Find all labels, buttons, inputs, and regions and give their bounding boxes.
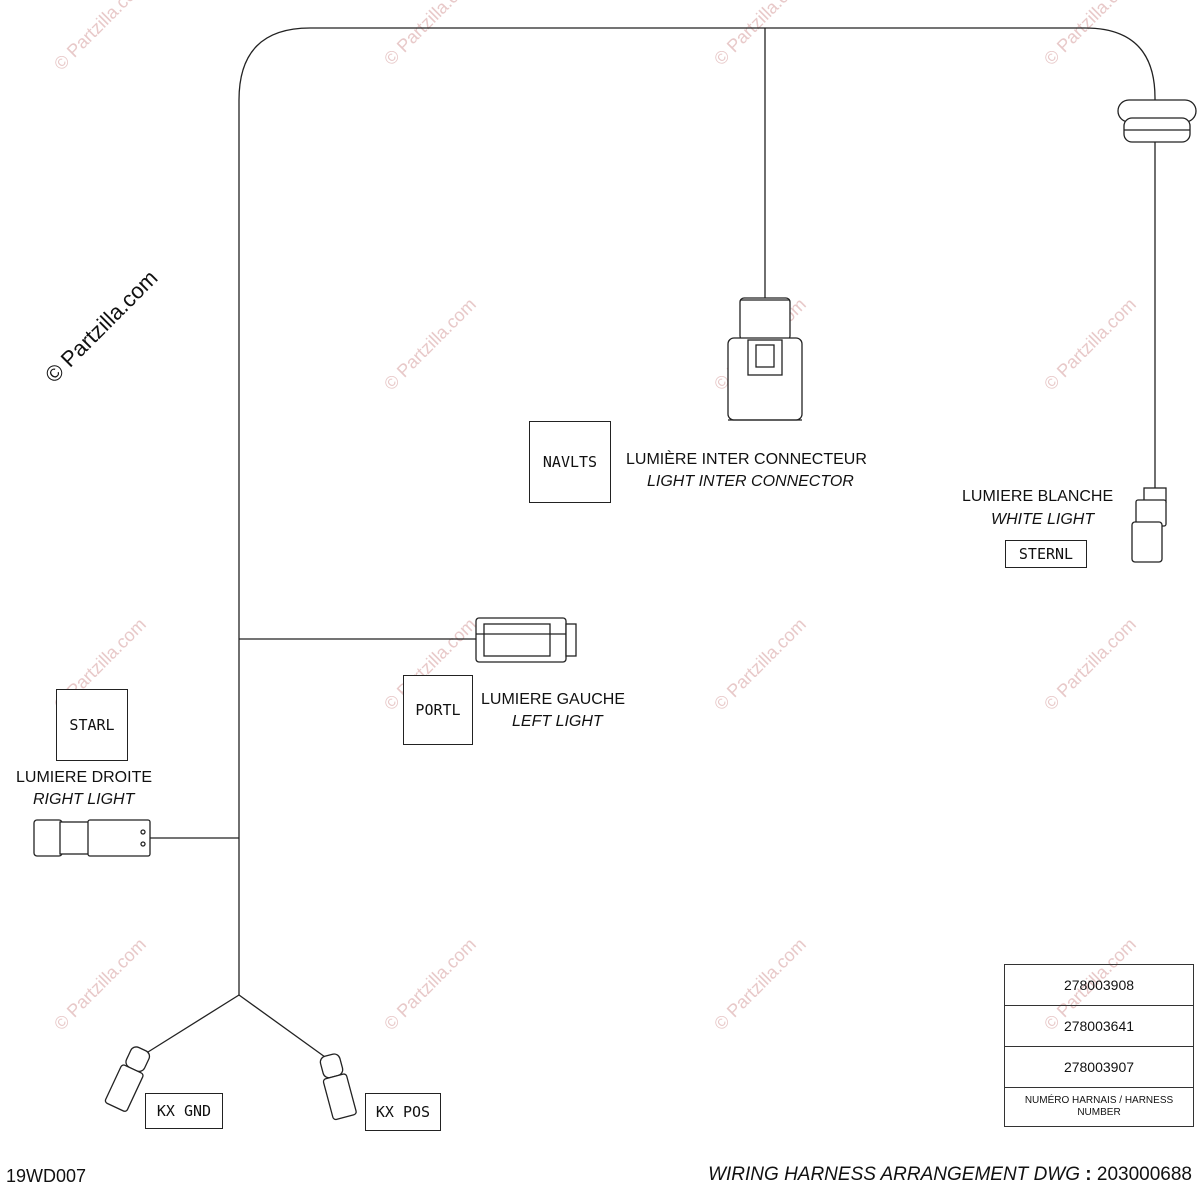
sternl-code-box: STERNL [1005,540,1087,568]
portl-label-fr: LUMIERE GAUCHE [481,691,626,708]
sternl-label-en: WHITE LIGHT [991,511,1095,528]
harness-number-row: 278003641 [1005,1006,1193,1047]
drawing-id: 19WD007 [6,1166,87,1186]
navlts-label-fr: LUMIÈRE INTER CONNECTEUR [626,451,867,468]
portl-label-en: LEFT LIGHT [512,713,603,730]
portl-connector-icon [475,617,577,663]
drawing-title-text: WIRING HARNESS ARRANGEMENT DWG [708,1164,1080,1185]
harness-number-table: 278003908 278003641 278003907 NUMÉRO HAR… [1004,964,1194,1127]
harness-number-row: 278003908 [1005,965,1193,1006]
drawing-title-separator: : [1085,1164,1092,1185]
harness-number-row: 278003907 [1005,1047,1193,1088]
navlts-label-en: LIGHT INTER CONNECTOR [647,473,854,490]
navlts-code-box: NAVLTS [529,421,611,503]
portl-code-box: PORTL [403,675,473,745]
starl-label-en: RIGHT LIGHT [33,791,135,808]
drawing-title: WIRING HARNESS ARRANGEMENT DWG : 2030006… [708,1164,1192,1186]
kx-gnd-terminal-icon [104,1046,151,1112]
harness-table-footer: NUMÉRO HARNAIS / HARNESS NUMBER [1024,1095,1174,1118]
kx-gnd-code-box: KX GND [145,1093,223,1129]
starl-code-box: STARL [56,689,128,761]
kx-pos-code-box: KX POS [365,1093,441,1131]
sternl-label-fr: LUMIERE BLANCHE [962,488,1114,505]
sternl-connector-icon [1131,487,1167,563]
starl-connector-icon [33,819,151,857]
kx-gnd-wire [147,994,240,1053]
grommet-icon [1117,99,1197,143]
kx-pos-wire [238,994,326,1058]
kx-pos-terminal-icon [319,1053,357,1121]
drawing-number: 203000688 [1096,1164,1192,1185]
starl-label-fr: LUMIERE DROITE [16,769,153,786]
navlts-connector-icon [727,297,803,421]
main-trunk-wire [238,27,1156,995]
